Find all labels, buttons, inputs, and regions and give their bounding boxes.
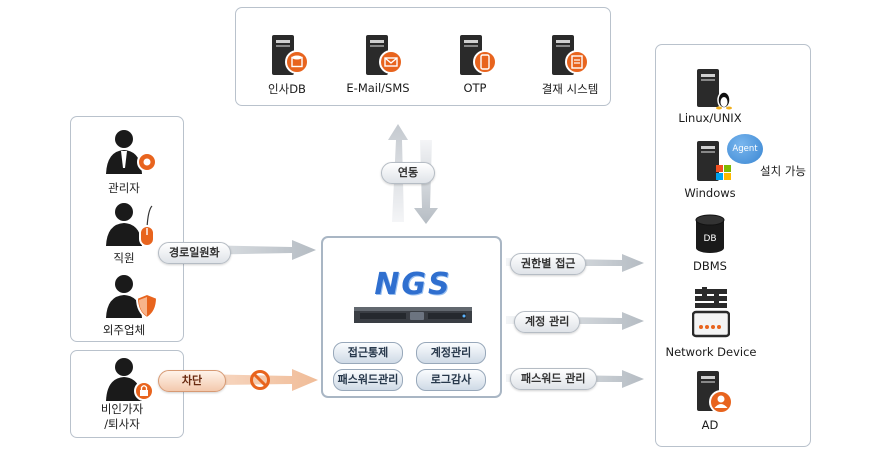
database-badge-icon — [272, 35, 309, 75]
ngs-appliance-icon — [354, 307, 472, 323]
agent-badge: Agent — [727, 134, 763, 164]
route-label: 경로일원화 — [158, 242, 231, 264]
function-password-management: 패스워드관리 — [333, 369, 403, 391]
prohibited-icon — [250, 370, 270, 390]
sync-label: 연동 — [381, 162, 435, 184]
target-label: Linux/UNIX — [678, 111, 742, 125]
mail-badge-icon — [366, 35, 403, 75]
mobile-badge-icon — [460, 35, 497, 75]
employee-user-icon — [106, 203, 155, 247]
top-system-label: 결재 시스템 — [541, 82, 599, 96]
target-label: DBMS — [693, 259, 727, 273]
blocked-user-label-2: /퇴사자 — [104, 417, 140, 431]
contractor-user-icon — [106, 275, 158, 320]
database-icon: DB — [695, 214, 725, 253]
top-system-label: 인사DB — [268, 82, 306, 96]
ngs-logo: NGS — [374, 267, 452, 302]
user-label: 외주업체 — [102, 323, 146, 337]
linux-server-icon — [697, 69, 732, 110]
agent-note: 설치 가능 — [760, 164, 806, 178]
network-device-icon — [692, 287, 730, 338]
output-label-access: 권한별 접근 — [510, 253, 587, 275]
output-label-password: 패스워드 관리 — [510, 368, 597, 390]
blocked-user-label-1: 비인가자 — [100, 402, 144, 416]
top-system-label: OTP — [463, 81, 487, 95]
target-systems-panel — [655, 44, 811, 447]
unauthorized-user-icon — [106, 358, 154, 401]
ad-server-icon — [697, 371, 733, 414]
function-account-management: 계정관리 — [416, 342, 486, 364]
output-label-account: 계정 관리 — [514, 311, 581, 333]
function-log-audit: 로그감사 — [416, 369, 486, 391]
windows-server-icon — [697, 141, 731, 181]
document-badge-icon — [552, 35, 589, 75]
target-label: AD — [701, 418, 719, 432]
svg-text:DB: DB — [703, 234, 716, 244]
target-label: Windows — [684, 186, 736, 200]
block-label: 차단 — [158, 370, 226, 392]
user-label: 직원 — [113, 251, 135, 265]
user-label: 관리자 — [108, 181, 140, 195]
admin-user-icon — [106, 130, 157, 174]
top-system-label: E-Mail/SMS — [346, 81, 410, 95]
function-access-control: 접근통제 — [333, 342, 403, 364]
target-label: Network Device — [665, 345, 757, 359]
